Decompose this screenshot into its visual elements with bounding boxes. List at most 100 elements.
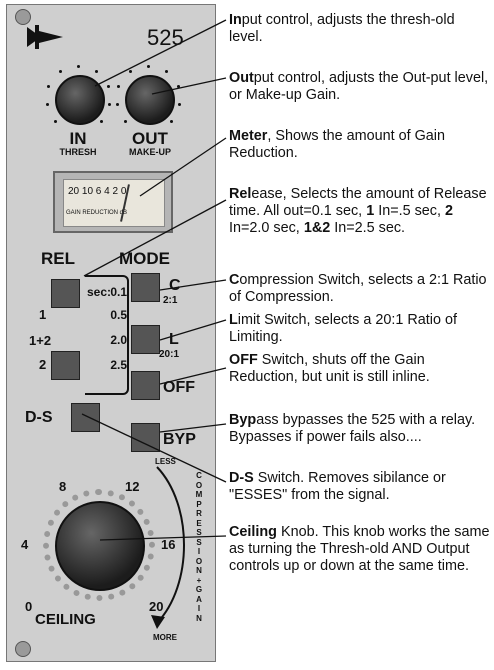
release-1-button[interactable] <box>51 279 80 308</box>
note-deesser: D-S Switch. Removes sibilance or "ESSES"… <box>229 470 446 503</box>
model-number: 525 <box>147 25 184 50</box>
callout-line-meter <box>139 137 227 197</box>
knob-scale-dot <box>124 119 128 123</box>
knob-scale-dot <box>147 65 150 68</box>
knob-scale-dot <box>169 119 173 123</box>
note-limit: Limit Switch, selects a 20:1 Ratio of Li… <box>229 312 457 345</box>
callout-line-c <box>159 279 227 291</box>
arrow-text-letter: I <box>197 604 201 613</box>
limit-button[interactable] <box>131 325 160 354</box>
more-label: MORE <box>153 633 177 642</box>
note-off: OFF Switch, shuts off the Gain Reduction… <box>229 352 430 385</box>
ceiling-label: CEILING <box>35 611 96 628</box>
knob-scale-dot <box>77 65 80 68</box>
rel-time-0: 0.1 <box>110 285 127 299</box>
ceiling-scale-0: 0 <box>25 599 33 614</box>
l-ratio: 20:1 <box>159 349 180 360</box>
rel-button-label-12: 1+2 <box>29 333 52 348</box>
out-label: OUT <box>132 129 168 148</box>
note-meter: Meter, Shows the amount of Gain Reductio… <box>229 128 445 161</box>
ds-label: D-S <box>25 409 53 426</box>
in-label: IN <box>69 129 87 148</box>
panel-screw-top <box>15 9 31 25</box>
note-input: Input control, adjusts the thresh-old le… <box>229 12 455 45</box>
off-button[interactable] <box>131 371 160 400</box>
byp-label: BYP <box>163 431 196 448</box>
arrow-text-letter: R <box>196 509 202 518</box>
arrow-text-letter: P <box>196 499 202 509</box>
l-label: L <box>169 331 179 348</box>
arrow-text-letter: G <box>195 585 203 594</box>
arrow-text-letter: S <box>196 537 202 547</box>
ceiling-scale-12: 12 <box>125 479 140 494</box>
knob-scale-dot <box>106 84 110 88</box>
knob-scale-dot <box>99 119 103 123</box>
knob-scale-dot <box>178 103 182 107</box>
note-ceiling: Ceiling Knob. This knob works the same a… <box>229 524 490 574</box>
meter-scale: 20 10 6 4 2 0 <box>68 186 127 197</box>
callout-line-ceiling <box>99 535 227 541</box>
panel-screw-bottom <box>15 641 31 657</box>
arrow-text-letter: A <box>196 594 202 604</box>
knob-scale-dot <box>94 70 98 74</box>
compression-button[interactable] <box>131 273 160 302</box>
rel-time-2: 2.0 <box>110 333 127 347</box>
arrow-text-letter: O <box>195 556 203 566</box>
release-2-button[interactable] <box>51 351 80 380</box>
callout-line-l <box>159 319 227 341</box>
gain-reduction-meter: 20 10 6 4 2 0 GAIN REDUCTION dB <box>53 171 173 233</box>
arrow-text-letter: N <box>196 613 202 623</box>
input-knob[interactable] <box>55 75 105 125</box>
knob-scale-dot <box>164 70 168 74</box>
arrow-text-letter: M <box>195 490 203 499</box>
rel-button-label-2: 2 <box>39 357 47 372</box>
mode-label: MODE <box>119 249 170 268</box>
release-bracket <box>85 275 129 395</box>
makeup-label: MAKE-UP <box>129 147 171 157</box>
callout-line-ds <box>81 413 227 483</box>
knob-scale-dot <box>47 84 51 88</box>
compression-gain-arrow-icon <box>151 466 185 629</box>
less-label: LESS <box>155 457 176 466</box>
knob-scale-dot <box>129 70 133 74</box>
thresh-label: THRESH <box>59 147 97 157</box>
ceiling-scale-4: 4 <box>21 537 29 552</box>
ceiling-scale-8: 8 <box>59 479 67 494</box>
ceiling-scale-20: 20 <box>149 599 164 614</box>
rel-sec-label: sec: <box>87 285 112 299</box>
callout-line-out <box>151 77 227 95</box>
output-knob[interactable] <box>125 75 175 125</box>
knob-scale-dot <box>117 84 121 88</box>
arrow-text-letter: O <box>195 480 203 490</box>
note-output: Output control, adjusts the Out-put leve… <box>229 70 489 103</box>
meter-caption: GAIN REDUCTION dB <box>66 210 128 216</box>
knob-scale-dot <box>54 119 58 123</box>
brand-logo-icon <box>27 25 63 49</box>
arrow-text-letter: S <box>196 528 202 537</box>
knob-scale-dot <box>45 103 49 107</box>
arrow-text-letter: + <box>196 575 202 585</box>
knob-scale-dot <box>108 103 112 107</box>
arrow-text-letter: E <box>196 518 202 528</box>
rel-button-label-1: 1 <box>39 307 47 322</box>
ds-button[interactable] <box>71 403 100 432</box>
off-label: OFF <box>163 379 195 396</box>
arrow-text-letter: C <box>196 471 202 480</box>
rel-time-3: 2.5 <box>110 358 127 372</box>
ceiling-knob[interactable] <box>55 501 145 591</box>
note-release: Release, Selects the amount of Release t… <box>229 186 487 236</box>
c-label: C <box>169 277 181 294</box>
knob-scale-dot <box>59 70 63 74</box>
callout-line-in <box>94 19 227 87</box>
ceiling-scale-16: 16 <box>161 537 176 552</box>
c-ratio: 2:1 <box>163 295 178 306</box>
knob-scale-dot <box>176 84 180 88</box>
note-bypass: Bypass bypasses the 525 with a relay. By… <box>229 412 476 445</box>
arrow-text-letter: N <box>196 566 202 575</box>
rel-time-1: 0.5 <box>110 308 127 322</box>
callout-line-byp <box>159 423 227 433</box>
callout-line-rel <box>83 199 227 277</box>
note-compression: Compression Switch, selects a 2:1 Ratio … <box>229 272 487 305</box>
